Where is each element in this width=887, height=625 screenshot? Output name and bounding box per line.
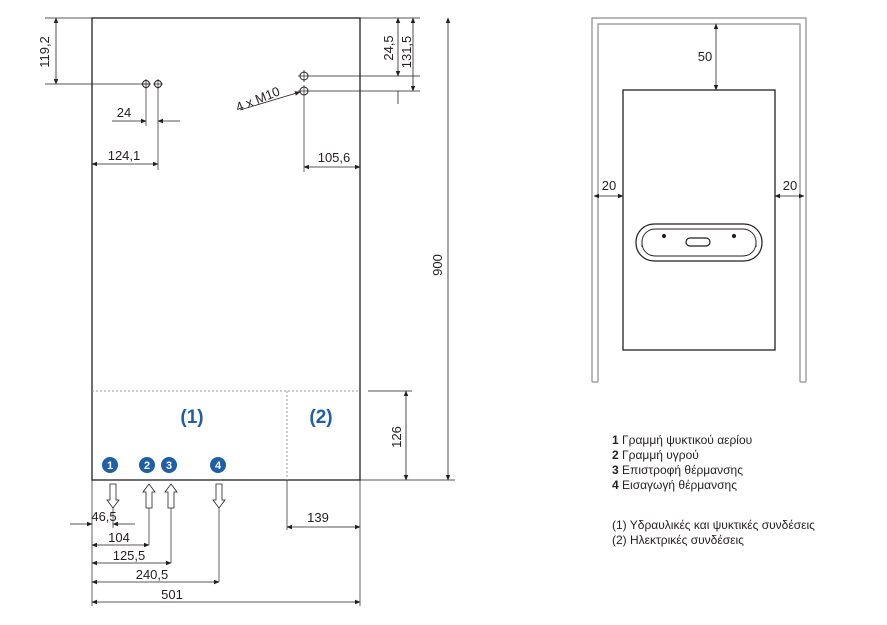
legend-zones: (1) Υδραυλικές και ψυκτικές συνδέσεις (2… [612, 518, 815, 548]
legend-connections: 1 Γραμμή ψυκτικού αερίου 2 Γραμμή υγρού … [612, 433, 752, 493]
svg-text:1: 1 [107, 460, 113, 472]
svg-text:3: 3 [166, 460, 172, 472]
dim-900: 900 [430, 254, 445, 276]
svg-text:4: 4 [215, 460, 222, 472]
connection-badge-1: 1 [102, 457, 118, 473]
dim-139: 139 [307, 510, 329, 525]
legend-zone-2: (2) Ηλεκτρικές συνδέσεις [612, 533, 744, 547]
legend-zone-1: (1) Υδραυλικές και ψυκτικές συνδέσεις [612, 518, 815, 532]
dim-4xm10: 4 x M10 [234, 84, 283, 115]
pipe-arrow-4 [212, 483, 226, 509]
wall-bracket [635, 223, 763, 262]
svg-text:2: 2 [144, 460, 150, 472]
dim-50: 50 [698, 49, 712, 64]
pipe-arrow-3 [164, 483, 178, 509]
dim-46-5: 46,5 [91, 509, 116, 524]
legend-item-3: 3 Επιστροφή θέρμανσης [612, 463, 743, 477]
dim-105-6: 105,6 [318, 150, 351, 165]
dim-131-5: 131,5 [399, 36, 414, 69]
dim-24: 24 [117, 105, 131, 120]
dim-20-left: 20 [602, 178, 616, 193]
dim-20-right: 20 [783, 178, 797, 193]
legend-item-1: 1 Γραμμή ψυκτικού αερίου [612, 433, 753, 447]
front-view [45, 17, 455, 606]
dim-240-5: 240,5 [136, 567, 169, 582]
pipe-arrow-2 [142, 483, 156, 509]
pipe-arrow-1 [106, 483, 120, 509]
unit-top-outline [622, 89, 776, 351]
dim-124-1: 124,1 [108, 148, 141, 163]
dim-501: 501 [161, 587, 183, 602]
connection-badge-3: 3 [161, 457, 177, 473]
dim-24-5: 24,5 [381, 35, 396, 60]
niche-wall [591, 17, 807, 382]
zone-2-label: (2) [309, 407, 332, 428]
dim-126: 126 [389, 426, 404, 448]
dim-104: 104 [108, 530, 130, 545]
dim-125-5: 125,5 [113, 548, 146, 563]
unit-outline [91, 17, 361, 481]
legend-item-2: 2 Γραμμή υγρού [612, 448, 699, 462]
connection-badge-2: 2 [139, 457, 155, 473]
legend-item-4: 4 Εισαγωγή θέρμανσης [612, 478, 737, 492]
clearance-view [591, 17, 807, 383]
connection-badge-4: 4 [210, 457, 226, 473]
zone-1-label: (1) [180, 407, 203, 428]
dim-119-2: 119,2 [37, 36, 52, 68]
